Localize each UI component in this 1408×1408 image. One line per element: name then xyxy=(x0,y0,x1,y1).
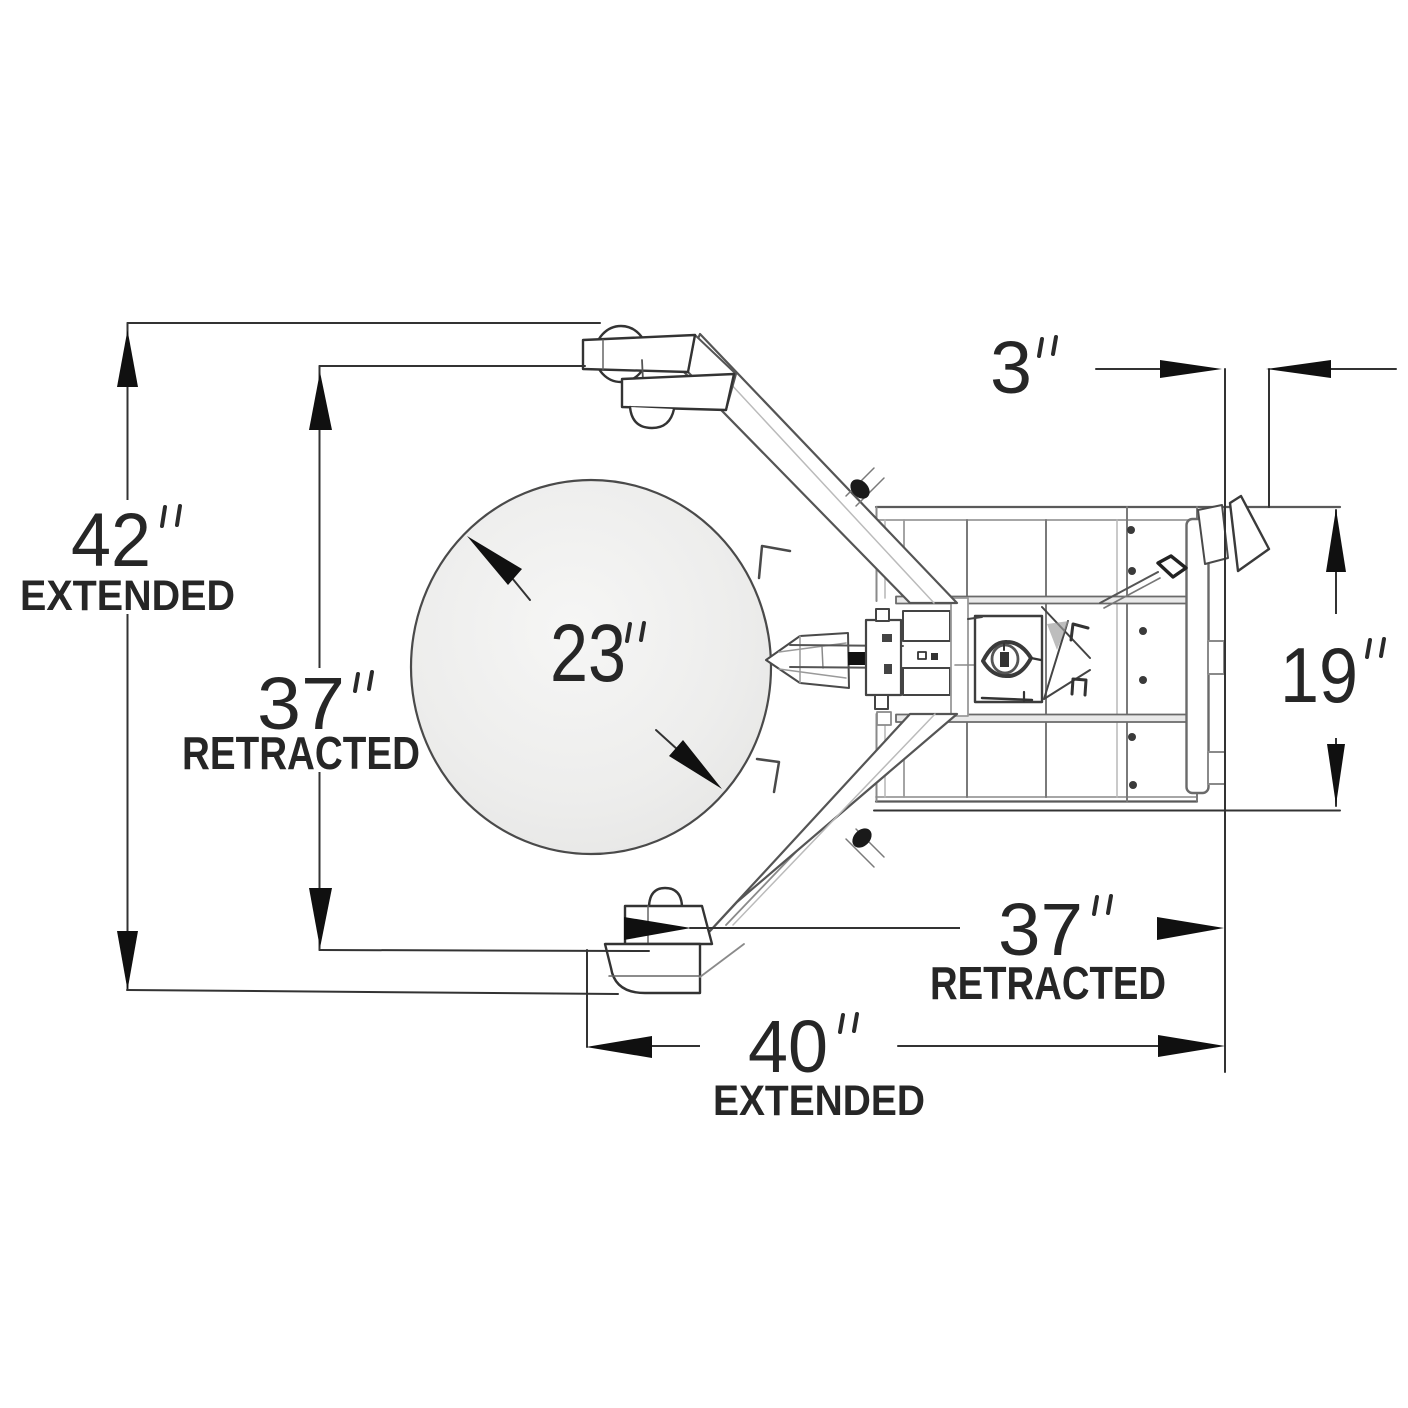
svg-text:RETRACTED: RETRACTED xyxy=(930,957,1166,1009)
svg-text:42: 42 xyxy=(71,498,151,583)
svg-text:37: 37 xyxy=(257,662,345,745)
svg-text:19: 19 xyxy=(1280,631,1358,719)
svg-text:EXTENDED: EXTENDED xyxy=(20,572,235,620)
svg-text:37: 37 xyxy=(998,888,1083,971)
svg-text:23: 23 xyxy=(550,608,626,699)
svg-text:3: 3 xyxy=(990,326,1032,409)
svg-text:EXTENDED: EXTENDED xyxy=(713,1077,925,1125)
svg-text:RETRACTED: RETRACTED xyxy=(182,727,420,779)
svg-text:40: 40 xyxy=(748,1005,828,1088)
